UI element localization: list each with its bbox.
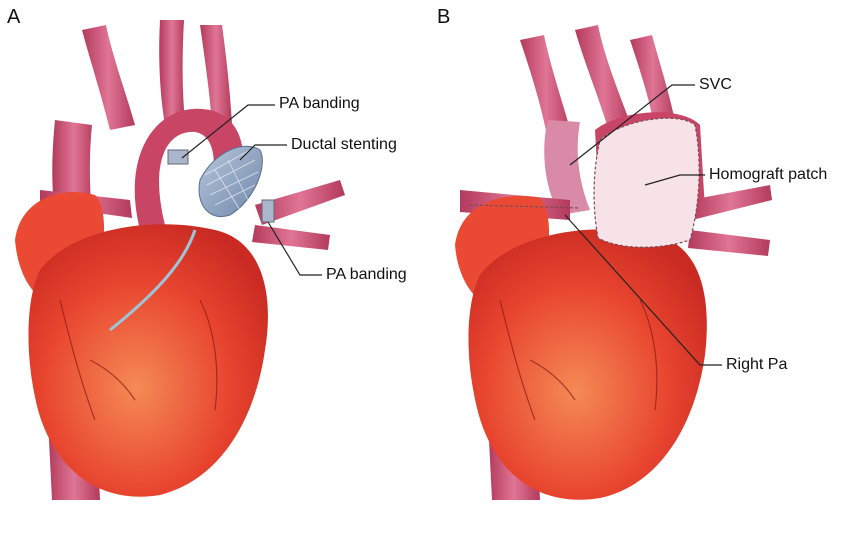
heart-body-b	[468, 229, 707, 500]
svc-vessel-b	[544, 120, 590, 215]
panel-b-heart	[455, 25, 772, 500]
label-homograft-patch: Homograft patch	[709, 166, 828, 183]
label-right-pa: Right Pa	[726, 356, 788, 373]
panel-letter-a: A	[7, 6, 21, 28]
ductal-stent	[198, 145, 263, 217]
panel-a-heart	[15, 20, 345, 500]
label-svc: SVC	[699, 76, 732, 93]
leader-right-pa	[564, 214, 722, 366]
leader-lines	[181, 84, 722, 366]
leader-ductal-stenting	[239, 144, 287, 161]
left-subclavian-vessel	[200, 25, 232, 125]
pa-band-right	[261, 199, 275, 223]
label-ductal-stenting: Ductal stenting	[291, 136, 397, 153]
leader-homograft	[644, 174, 705, 186]
heart-body	[28, 224, 268, 497]
left-pa-b	[690, 185, 772, 220]
suture-line-pa	[469, 204, 581, 209]
great-vessel-b3	[630, 35, 676, 130]
coronary-vessels-b	[499, 299, 658, 421]
label-pa-banding-right: PA banding	[326, 266, 407, 283]
leader-pa-banding-right	[267, 221, 322, 276]
label-pa-banding-top: PA banding	[279, 95, 360, 112]
left-pa-b-lower	[688, 230, 770, 256]
pa-band-top	[167, 149, 189, 165]
pulmonary-branch-right-lower	[252, 225, 330, 250]
great-vessel-b2	[575, 25, 632, 135]
brachiocephalic-vessel	[82, 25, 135, 130]
leader-svc	[569, 84, 695, 166]
homograft-patch	[593, 117, 700, 248]
leader-pa-banding-top	[181, 104, 275, 159]
catheter-line	[109, 229, 197, 332]
pulmonary-branch-right	[255, 180, 345, 225]
panel-letter-b: B	[437, 6, 451, 28]
coronary-vessels-a	[59, 299, 218, 421]
great-vessel-b1	[520, 35, 572, 140]
stent-mesh	[204, 149, 259, 211]
carotid-vessel	[159, 20, 185, 125]
